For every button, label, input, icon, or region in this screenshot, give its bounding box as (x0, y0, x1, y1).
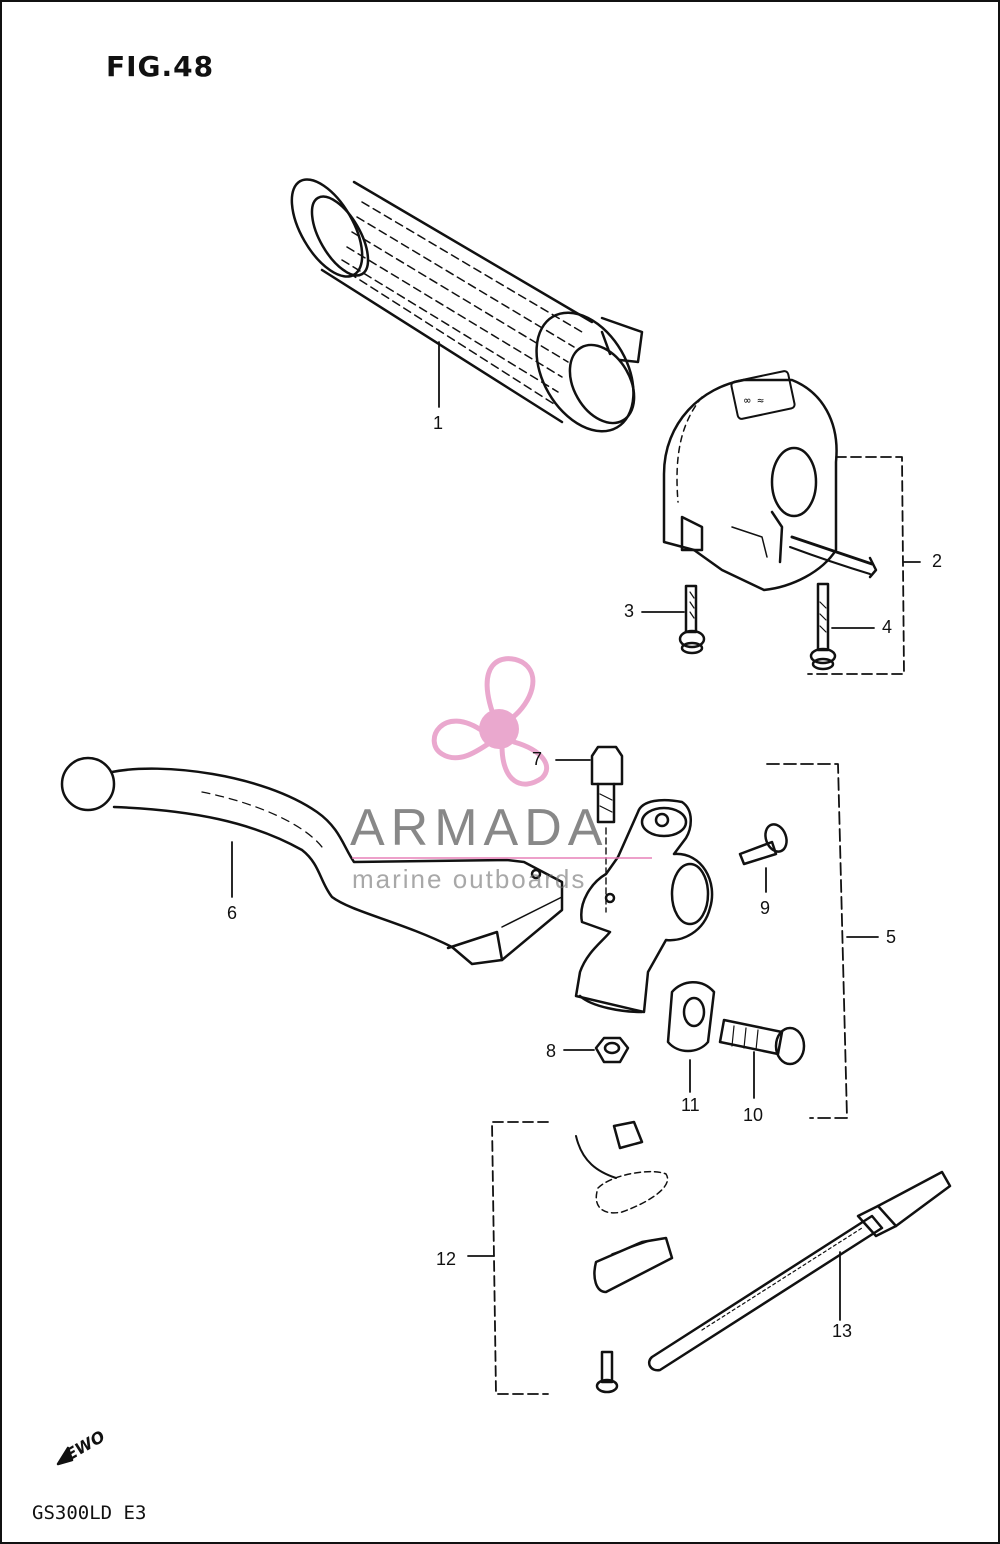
callout-1: 1 (433, 413, 444, 433)
callout-10: 10 (743, 1105, 764, 1125)
callout-9: 9 (760, 898, 771, 918)
cable-tie-drawing (648, 1170, 952, 1372)
callout-13: 13 (832, 1321, 853, 1341)
clamp-bolt-drawing (718, 1018, 806, 1099)
callout-7: 7 (532, 749, 543, 769)
clutch-lever-drawing (60, 756, 564, 966)
ewo-stamp-drawing (56, 1446, 74, 1466)
callout-4: 4 (882, 617, 893, 637)
figure-title: FIG.48 (106, 50, 215, 83)
watermark-brand: ARMADA (350, 799, 609, 857)
callout-11: 11 (681, 1095, 700, 1115)
callout-8: 8 (546, 1041, 557, 1061)
callout-5: 5 (886, 927, 897, 947)
callout-6: 6 (227, 903, 238, 923)
handlebar-grip-drawing (290, 178, 644, 433)
callout-12: 12 (436, 1249, 457, 1269)
screw-short-drawing (641, 584, 706, 655)
armada-propeller-logo (431, 656, 550, 787)
callout-2: 2 (932, 551, 943, 571)
lever-holder-drawing (574, 763, 879, 1119)
cushion-drawing (666, 981, 716, 1093)
screw-long-drawing (809, 582, 875, 671)
pivot-bolt-drawing (555, 745, 624, 913)
model-code: GS300LD E3 (32, 1502, 147, 1524)
svg-text:∞ ≈: ∞ ≈ (744, 394, 764, 407)
switch-housing-drawing: ∞ ≈ (662, 370, 921, 675)
cable-clamp-set-drawing (467, 1120, 674, 1395)
callout-3: 3 (624, 601, 635, 621)
watermark-tagline: marine outboards (352, 864, 587, 894)
nut-drawing (563, 1036, 630, 1064)
holder-screw-drawing (738, 823, 788, 893)
watermark-divider (352, 857, 652, 859)
